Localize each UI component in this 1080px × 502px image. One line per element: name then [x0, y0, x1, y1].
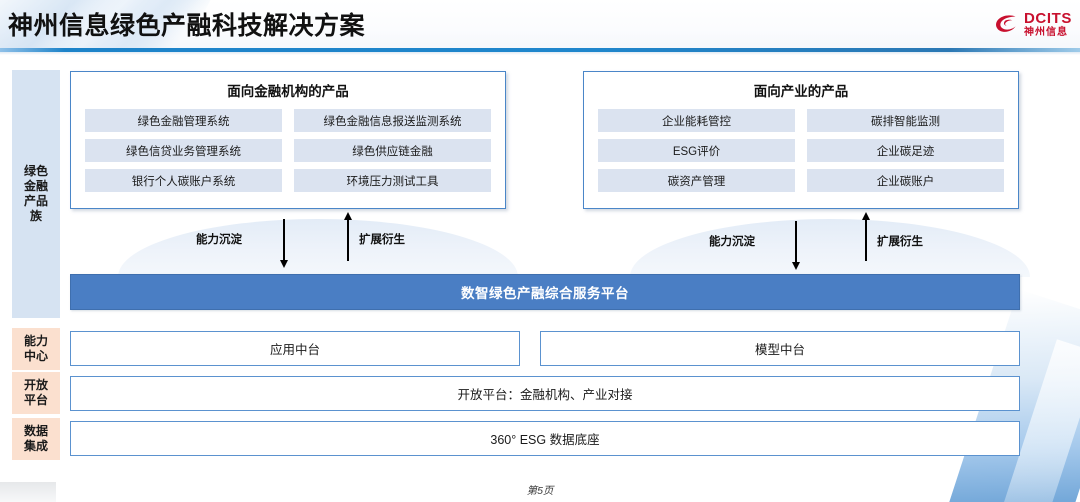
slide-header [0, 0, 1080, 50]
product-item[interactable]: 绿色供应链金融 [294, 139, 491, 162]
product-item[interactable]: 绿色信贷业务管理系统 [85, 139, 282, 162]
product-item[interactable]: 银行个人碳账户系统 [85, 169, 282, 192]
arrowhead-down-icon [791, 262, 800, 270]
flow-label-capability-precipitation-right: 能力沉淀 [709, 236, 755, 248]
header-divider [0, 48, 1080, 52]
sidebar-label-0: 绿色 金融 产品 族 [23, 164, 48, 223]
header-divider-shadow [0, 52, 1080, 55]
product-item[interactable]: 企业碳足迹 [807, 139, 1004, 162]
arrowhead-down-icon [279, 260, 288, 268]
arrow-up-right [861, 212, 870, 261]
flow-label-capability-precipitation-left: 能力沉淀 [196, 234, 242, 246]
product-item[interactable]: 企业能耗管控 [598, 109, 795, 132]
capability-center-box-model[interactable]: 模型中台 [540, 331, 1020, 366]
page-title: 神州信息绿色产融科技解决方案 [8, 12, 366, 40]
flow-label-extension-derivation-left: 扩展衍生 [359, 234, 405, 246]
logo-text-cn: 神州信息 [1024, 26, 1068, 38]
logo-text-en: DCITS [1024, 9, 1072, 27]
sidebar-label-1: 能力 中心 [23, 334, 48, 363]
product-item[interactable]: 绿色金融信息报送监测系统 [294, 109, 491, 132]
sidebar-item-data-integration: 数据 集成 [12, 418, 60, 460]
platform-bar[interactable]: 数智绿色产融综合服务平台 [70, 274, 1020, 310]
product-item[interactable]: ESG评价 [598, 139, 795, 162]
product-item[interactable]: 碳排智能监测 [807, 109, 1004, 132]
data-base-box[interactable]: 360° ESG 数据底座 [70, 421, 1020, 456]
dcits-logo: DCITS 神州信息 [993, 7, 1072, 41]
sidebar-item-open-platform: 开放 平台 [12, 372, 60, 414]
sidebar-item-capability-center: 能力 中心 [12, 328, 60, 370]
product-panel-industry: 面向产业的产品 企业能耗管控 碳排智能监测 ESG评价 企业碳足迹 碳资产管理 … [583, 71, 1019, 209]
product-panel-financial-institutions: 面向金融机构的产品 绿色金融管理系统 绿色金融信息报送监测系统 绿色信贷业务管理… [70, 71, 506, 209]
arrow-down-right [791, 221, 800, 270]
flow-label-extension-derivation-right: 扩展衍生 [877, 236, 923, 248]
arrowhead-up-icon [861, 212, 870, 220]
panel-title-financial: 面向金融机构的产品 [227, 84, 349, 99]
arrow-down-left [279, 219, 288, 268]
sidebar-item-green-finance-product-family: 绿色 金融 产品 族 [12, 70, 60, 318]
dcits-swoosh-icon [993, 11, 1019, 37]
flow-dome-left [118, 219, 518, 277]
arrowhead-up-icon [343, 212, 352, 220]
sidebar-label-3: 数据 集成 [23, 424, 48, 453]
product-item[interactable]: 绿色金融管理系统 [85, 109, 282, 132]
product-item[interactable]: 企业碳账户 [807, 169, 1004, 192]
panel-grid-financial: 绿色金融管理系统 绿色金融信息报送监测系统 绿色信贷业务管理系统 绿色供应链金融… [71, 100, 505, 203]
panel-title-industry: 面向产业的产品 [753, 84, 849, 99]
panel-grid-industry: 企业能耗管控 碳排智能监测 ESG评价 企业碳足迹 碳资产管理 企业碳账户 [584, 100, 1018, 203]
arrow-up-left [343, 212, 352, 261]
capability-center-box-application[interactable]: 应用中台 [70, 331, 520, 366]
product-item[interactable]: 碳资产管理 [598, 169, 795, 192]
open-platform-box[interactable]: 开放平台：金融机构、产业对接 [70, 376, 1020, 411]
dcits-logo-text: DCITS 神州信息 [1024, 11, 1072, 38]
product-item[interactable]: 环境压力测试工具 [294, 169, 491, 192]
flow-dome-right [630, 219, 1030, 277]
page-number: 第5页 [526, 485, 554, 497]
sidebar-label-2: 开放 平台 [23, 378, 48, 407]
